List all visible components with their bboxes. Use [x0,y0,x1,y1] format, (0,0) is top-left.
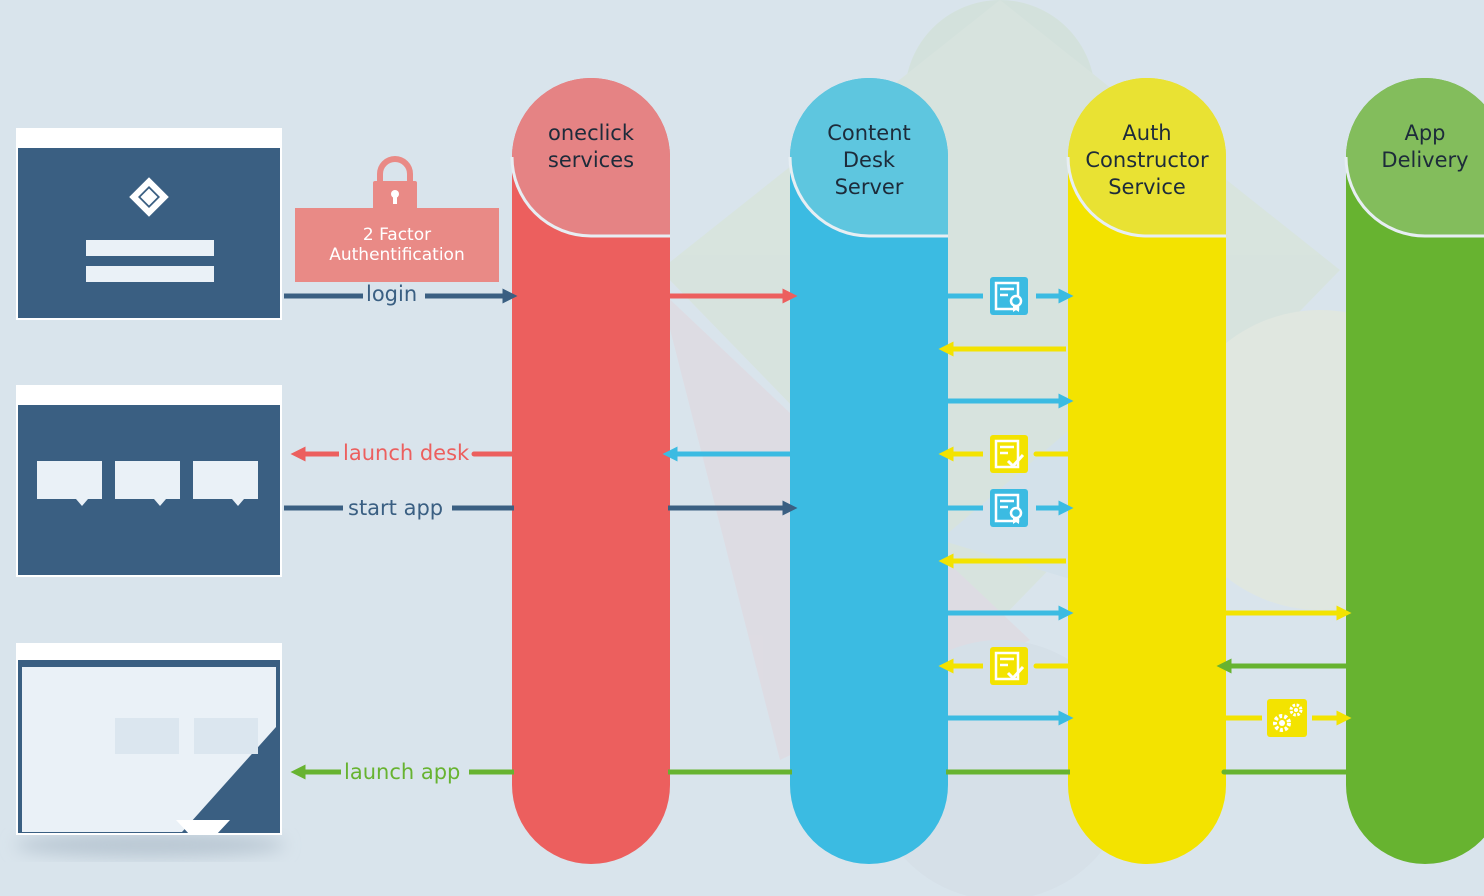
certificate-icon [990,277,1028,315]
two-factor-badge [295,208,499,282]
desk-screen[interactable] [16,385,282,577]
app-tile[interactable] [193,461,258,506]
two-factor-label: 2 Factor Authentification [329,225,465,265]
launch-desk-label: launch desk [343,441,470,465]
app-screen[interactable] [15,643,285,857]
launch-app-label: launch app [344,760,461,784]
content-desk-server-pillar[interactable] [788,78,948,864]
app-tile[interactable] [115,461,180,506]
login-screen[interactable] [16,128,282,320]
app-tile[interactable] [37,461,102,506]
auth-constructor-service-pillar[interactable] [1066,78,1226,864]
gears-icon [1267,699,1307,737]
username-field[interactable] [86,240,214,256]
app-delivery-pillar[interactable] [1344,78,1484,864]
padlock-icon [373,156,417,213]
password-field[interactable] [86,266,214,282]
cursor-notch [176,820,230,835]
diamond-logo-icon [129,177,169,217]
oneclick-services-pillar[interactable] [510,78,670,864]
start-app-label: start app [348,496,444,520]
app-tile-faded [194,718,258,754]
approved-document-icon [990,435,1028,473]
certificate-icon [990,489,1028,527]
approved-document-icon [990,647,1028,685]
app-tile-faded [115,718,179,754]
login-label: login [366,282,418,306]
